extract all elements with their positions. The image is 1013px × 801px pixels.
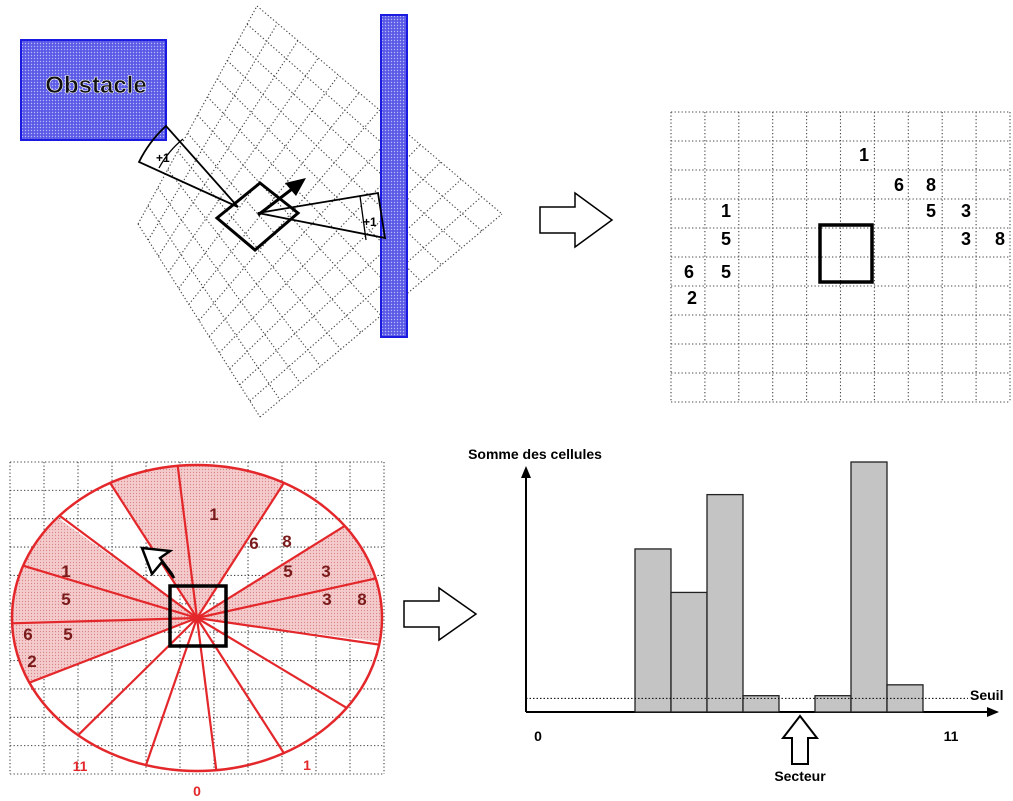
- cell-value: 1: [209, 505, 218, 524]
- sector-boundary: [196, 617, 285, 754]
- sector-index-zero: 0: [193, 783, 201, 799]
- sector-ellipse: [10, 463, 384, 773]
- y-axis-arrowhead: [521, 466, 531, 478]
- cell-value: 5: [721, 229, 731, 249]
- x-start-label: 0: [534, 728, 542, 744]
- rotated-occupancy-grid: [137, 5, 503, 418]
- cell-value: 6: [23, 625, 32, 644]
- threshold-label: Seuil: [970, 687, 1003, 703]
- grid-line: [167, 169, 321, 367]
- cell-value: 3: [321, 562, 330, 581]
- cell-value: 8: [357, 590, 366, 609]
- polar-sector-panel: 1 6 8 1 5 3 5 3 8 6 5 2 11 0 1: [9, 461, 385, 799]
- sector-boundary: [196, 617, 348, 709]
- sensor-beam-upper: [137, 124, 239, 208]
- cell-value: 1: [721, 201, 731, 221]
- bar: [670, 591, 708, 713]
- grid-line: [207, 96, 402, 299]
- obstacle-block: [20, 39, 167, 141]
- cell-value: 6: [894, 175, 904, 195]
- sector-boundary: [12, 616, 198, 625]
- sector-boundaries: [12, 465, 380, 771]
- histogram-grid-lines: [670, 111, 1011, 403]
- cell-value: 8: [282, 532, 291, 551]
- robot-cell-polar: [168, 584, 228, 648]
- sector-boundary: [196, 524, 346, 619]
- cell-value: 6: [684, 262, 694, 282]
- polar-histogram-chart: Somme des cellules Seuil 0 11 Secteur: [468, 446, 1003, 784]
- sensor-arc-upper: [158, 138, 184, 169]
- obstacle-label: Obstacle: [45, 72, 146, 99]
- cell-value: 8: [995, 229, 1005, 249]
- sector-fill: [197, 525, 382, 642]
- grid-line: [226, 60, 442, 266]
- sensor-arc-right: [359, 195, 367, 241]
- sector-boundary: [144, 617, 199, 766]
- cell-value: 5: [926, 201, 936, 221]
- sector-boundary: [196, 482, 285, 619]
- grid-line: [249, 196, 482, 402]
- sector-fills: [12, 465, 382, 683]
- grid-line: [168, 57, 319, 273]
- cell-value: 6: [249, 534, 258, 553]
- selected-sector-label: Secteur: [774, 768, 826, 784]
- transition-arrow-top: [539, 191, 614, 249]
- grid-line: [216, 78, 422, 283]
- sector-fill: [110, 465, 284, 618]
- sector-index-left: 11: [73, 758, 88, 774]
- bar: [634, 548, 672, 713]
- y-axis-label: Somme des cellules: [468, 446, 602, 462]
- beam-label-upper: +1: [156, 151, 170, 165]
- grid-line: [229, 161, 442, 370]
- heading-arrow-shaft: [257, 184, 297, 217]
- cell-value: 3: [961, 201, 971, 221]
- robot-cell: [818, 223, 874, 284]
- sector-boundary: [77, 617, 198, 736]
- bar: [742, 695, 780, 713]
- heading-arrow-head: [285, 178, 306, 196]
- bar: [706, 493, 744, 713]
- grid-line: [197, 114, 382, 316]
- cell-value: 2: [27, 652, 36, 671]
- selected-sector-arrow: [780, 714, 820, 765]
- transition-arrow-bottom: [403, 586, 478, 642]
- cell-value: 8: [926, 175, 936, 195]
- sector-boundary: [22, 564, 198, 620]
- grid-line: [157, 40, 299, 257]
- cell-value: 1: [859, 145, 869, 165]
- beam-label-right: +1: [363, 215, 377, 229]
- sector-index-right: 1: [303, 757, 311, 773]
- grid-line: [239, 178, 462, 386]
- cell-value: 5: [721, 262, 731, 282]
- cell-value: 5: [63, 625, 72, 644]
- sensor-beam-right: [257, 191, 387, 240]
- grid-line: [178, 75, 340, 289]
- x-end-label: 11: [944, 728, 959, 744]
- sector-boundary: [176, 465, 199, 619]
- grid-line: [198, 109, 380, 321]
- x-axis-arrowhead: [987, 707, 999, 717]
- sector-boundary: [195, 617, 218, 771]
- robot-rotated: [214, 181, 301, 252]
- grid-line: [256, 5, 503, 215]
- cell-value: 5: [283, 562, 292, 581]
- sector-fill: [12, 517, 197, 683]
- wall-obstacle: [380, 14, 408, 338]
- bar: [850, 461, 888, 713]
- cell-value: 3: [322, 590, 331, 609]
- cell-value: 5: [61, 590, 70, 609]
- histogram-grid-panel: 1 6 8 1 5 3 5 3 8 6 5 2: [670, 111, 1011, 403]
- bars: [634, 461, 924, 713]
- grid-line: [218, 144, 421, 354]
- heading-arrow-polar: [140, 546, 176, 579]
- cell-value: 1: [61, 562, 70, 581]
- rotated-grid-panel: Obstacle +1 +1: [20, 5, 503, 418]
- sector-boundary: [58, 514, 198, 619]
- grid-line: [177, 150, 342, 350]
- cell-value: 2: [687, 288, 697, 308]
- cell-value: 3: [961, 229, 971, 249]
